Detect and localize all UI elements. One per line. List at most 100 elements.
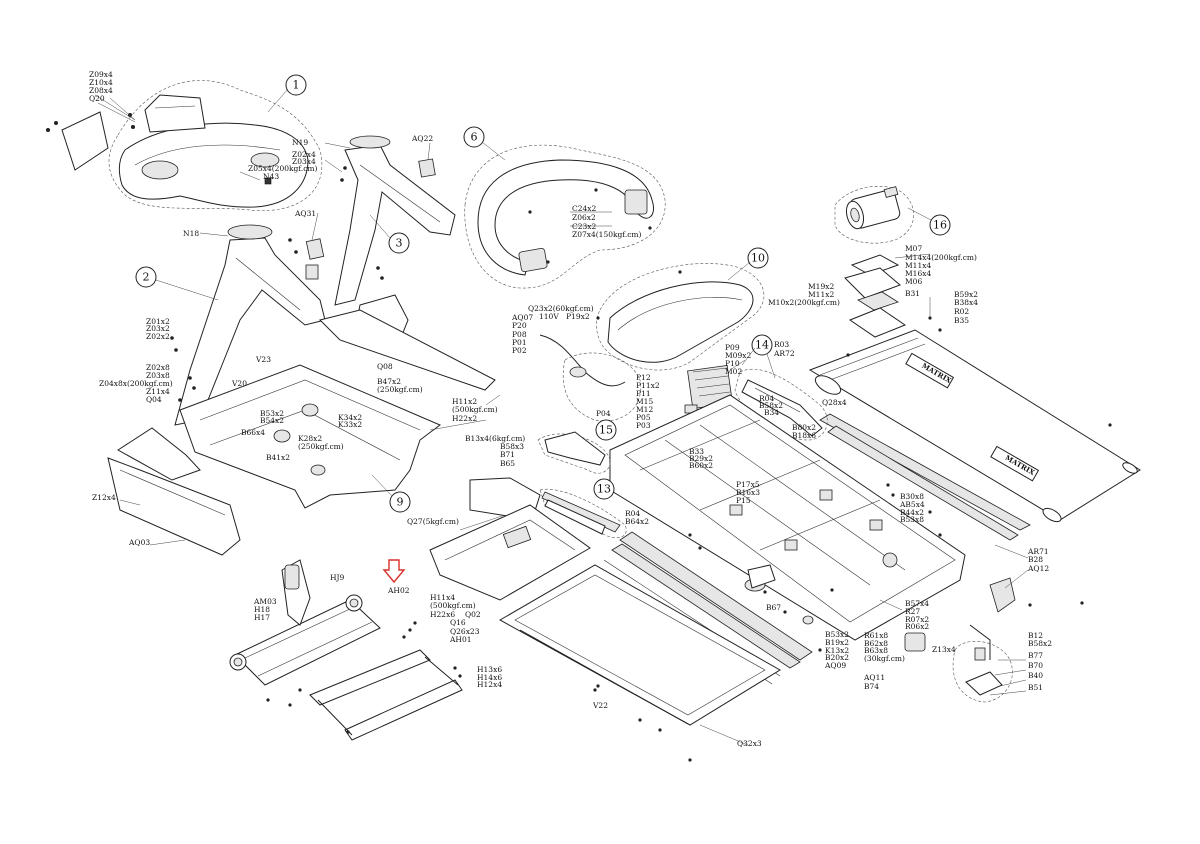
label-m14x4: M14x4(200kgf.cm)	[905, 253, 977, 262]
label-q02: Q02	[465, 610, 481, 619]
label-b28: B28	[1028, 555, 1043, 564]
label-p11: P11	[636, 389, 651, 398]
label-110v: 110V	[539, 312, 559, 321]
label-b40: B40	[1028, 671, 1043, 680]
part-labels: Z09x4 Z10x4 Z08x4 Q20 N19 Z02x4 Z03x4 Z0…	[89, 70, 1052, 748]
motor-hood: 10	[596, 247, 769, 371]
label-c23x2: C23x2	[572, 222, 597, 231]
label-h12x4: H12x4	[477, 680, 502, 689]
label-m11x2: M11x2	[808, 290, 834, 299]
label-k28x2: K28x2	[298, 434, 322, 443]
label-b59x2: B59x2	[954, 290, 978, 299]
label-h17: H17	[254, 613, 270, 622]
label-b77: B77	[1028, 651, 1043, 660]
label-h11x4b: (500kgf.cm)	[430, 601, 476, 610]
label-m07: M07	[905, 244, 922, 253]
label-ab5x4: AB5x4	[899, 500, 925, 509]
label-b13x4: B13x4(6kgf.cm)	[465, 434, 525, 443]
misc-small-parts	[747, 564, 1016, 703]
label-p12: P12	[636, 373, 651, 382]
label-b80x2: B80x2	[792, 423, 816, 432]
label-z06x2: Z06x2	[572, 213, 596, 222]
callout-10-number: 10	[751, 252, 765, 265]
label-b74: B74	[864, 682, 879, 691]
side-trims: 15 13	[429, 419, 627, 601]
label-r04b: R04	[625, 509, 640, 518]
label-q28x4: Q28x4	[822, 398, 847, 407]
label-ah02: AH02	[387, 586, 410, 595]
label-p19x2: P19x2	[566, 312, 590, 321]
label-z08x4: Z08x4	[89, 86, 113, 95]
label-b38x4: B38x4	[954, 298, 978, 307]
label-p15: P15	[736, 496, 751, 505]
label-p17x5: P17x5	[736, 480, 760, 489]
console-assembly: 1	[46, 74, 323, 211]
label-p02: P02	[512, 346, 527, 355]
label-q27: Q27(5kgf.cm)	[407, 517, 459, 526]
label-z13x4: Z13x4	[932, 645, 956, 654]
label-z03x8: Z03x8	[146, 371, 170, 380]
callout-2	[135, 266, 157, 288]
label-aq31: AQ31	[294, 209, 316, 218]
label-h22x6: H22x6	[430, 610, 455, 619]
label-h11x4: H11x4	[430, 593, 455, 602]
label-q23x2: Q23x2(60kgf.cm)	[528, 304, 594, 313]
label-b51: B51	[1028, 683, 1043, 692]
callout-3-number: 3	[396, 237, 403, 250]
label-z03x4a: Z03x4	[292, 157, 316, 166]
running-deck: MATRIX MATRIX	[595, 329, 1141, 685]
electrical-wiring	[539, 334, 733, 422]
callout-9-number: 9	[397, 496, 404, 509]
label-p09: P09	[725, 343, 740, 352]
handlebar-assembly: 6	[463, 126, 666, 289]
label-aq09: AQ09	[824, 661, 846, 670]
label-r07x2: R07x2	[905, 615, 929, 624]
label-n19: N19	[292, 138, 308, 147]
callout-1-number: 1	[293, 79, 300, 92]
label-leaders	[109, 97, 1029, 747]
label-b53x8: B53x8	[900, 515, 924, 524]
label-z02x2: Z02x2	[146, 332, 170, 341]
label-k13x2: K13x2	[825, 646, 849, 655]
callout-14-number: 14	[755, 339, 769, 352]
drive-motor-assembly: 16	[834, 185, 951, 338]
label-aq22: AQ22	[411, 134, 433, 143]
label-r61x8: R61x8	[864, 631, 888, 640]
callout-10	[747, 247, 769, 269]
label-b60x2: B60x2	[689, 461, 713, 470]
label-b58x3: B58x3	[500, 442, 524, 451]
label-q32x3: Q32x3	[737, 739, 762, 748]
label-k28x2b: (250kgf.cm)	[298, 442, 344, 451]
label-aq07: AQ07	[511, 313, 533, 322]
label-p20: P20	[512, 321, 527, 330]
label-b53x2a: B53x2	[260, 409, 284, 418]
label-h22x2: H22x2	[452, 414, 477, 423]
label-b67: B67	[766, 603, 781, 612]
label-r03: R03	[774, 340, 789, 349]
callout-14	[751, 334, 773, 356]
callout-16	[929, 214, 951, 236]
label-h14x6: H14x6	[477, 673, 502, 682]
label-b64x2: B64x2	[625, 517, 649, 526]
label-n43: N43	[263, 172, 279, 181]
label-r04: R04	[759, 394, 774, 403]
label-m06: M06	[905, 277, 922, 286]
label-h11x2: H11x2	[452, 397, 477, 406]
label-b63x8: B63x8	[864, 646, 888, 655]
label-k34x2: K34x2	[338, 413, 362, 422]
label-b66x4: B66x4	[241, 428, 265, 437]
label-c24x2: C24x2	[572, 204, 597, 213]
label-r06x2: R06x2	[905, 622, 929, 631]
label-h11x2b: (500kgf.cm)	[452, 405, 498, 414]
label-q26x23: Q26x23	[450, 627, 480, 636]
base-frame-assembly: 9	[107, 294, 496, 556]
label-aq03: AQ03	[128, 538, 150, 547]
label-b54x2: B54x2	[260, 416, 284, 425]
label-aq12: AQ12	[1027, 564, 1049, 573]
label-am03: AM03	[253, 597, 277, 606]
label-q16: Q16	[450, 618, 466, 627]
callout-13	[593, 478, 615, 500]
label-z05x4: Z05x4(200kgf.cm)	[248, 164, 318, 173]
label-b44x2: B44x2	[900, 508, 924, 517]
